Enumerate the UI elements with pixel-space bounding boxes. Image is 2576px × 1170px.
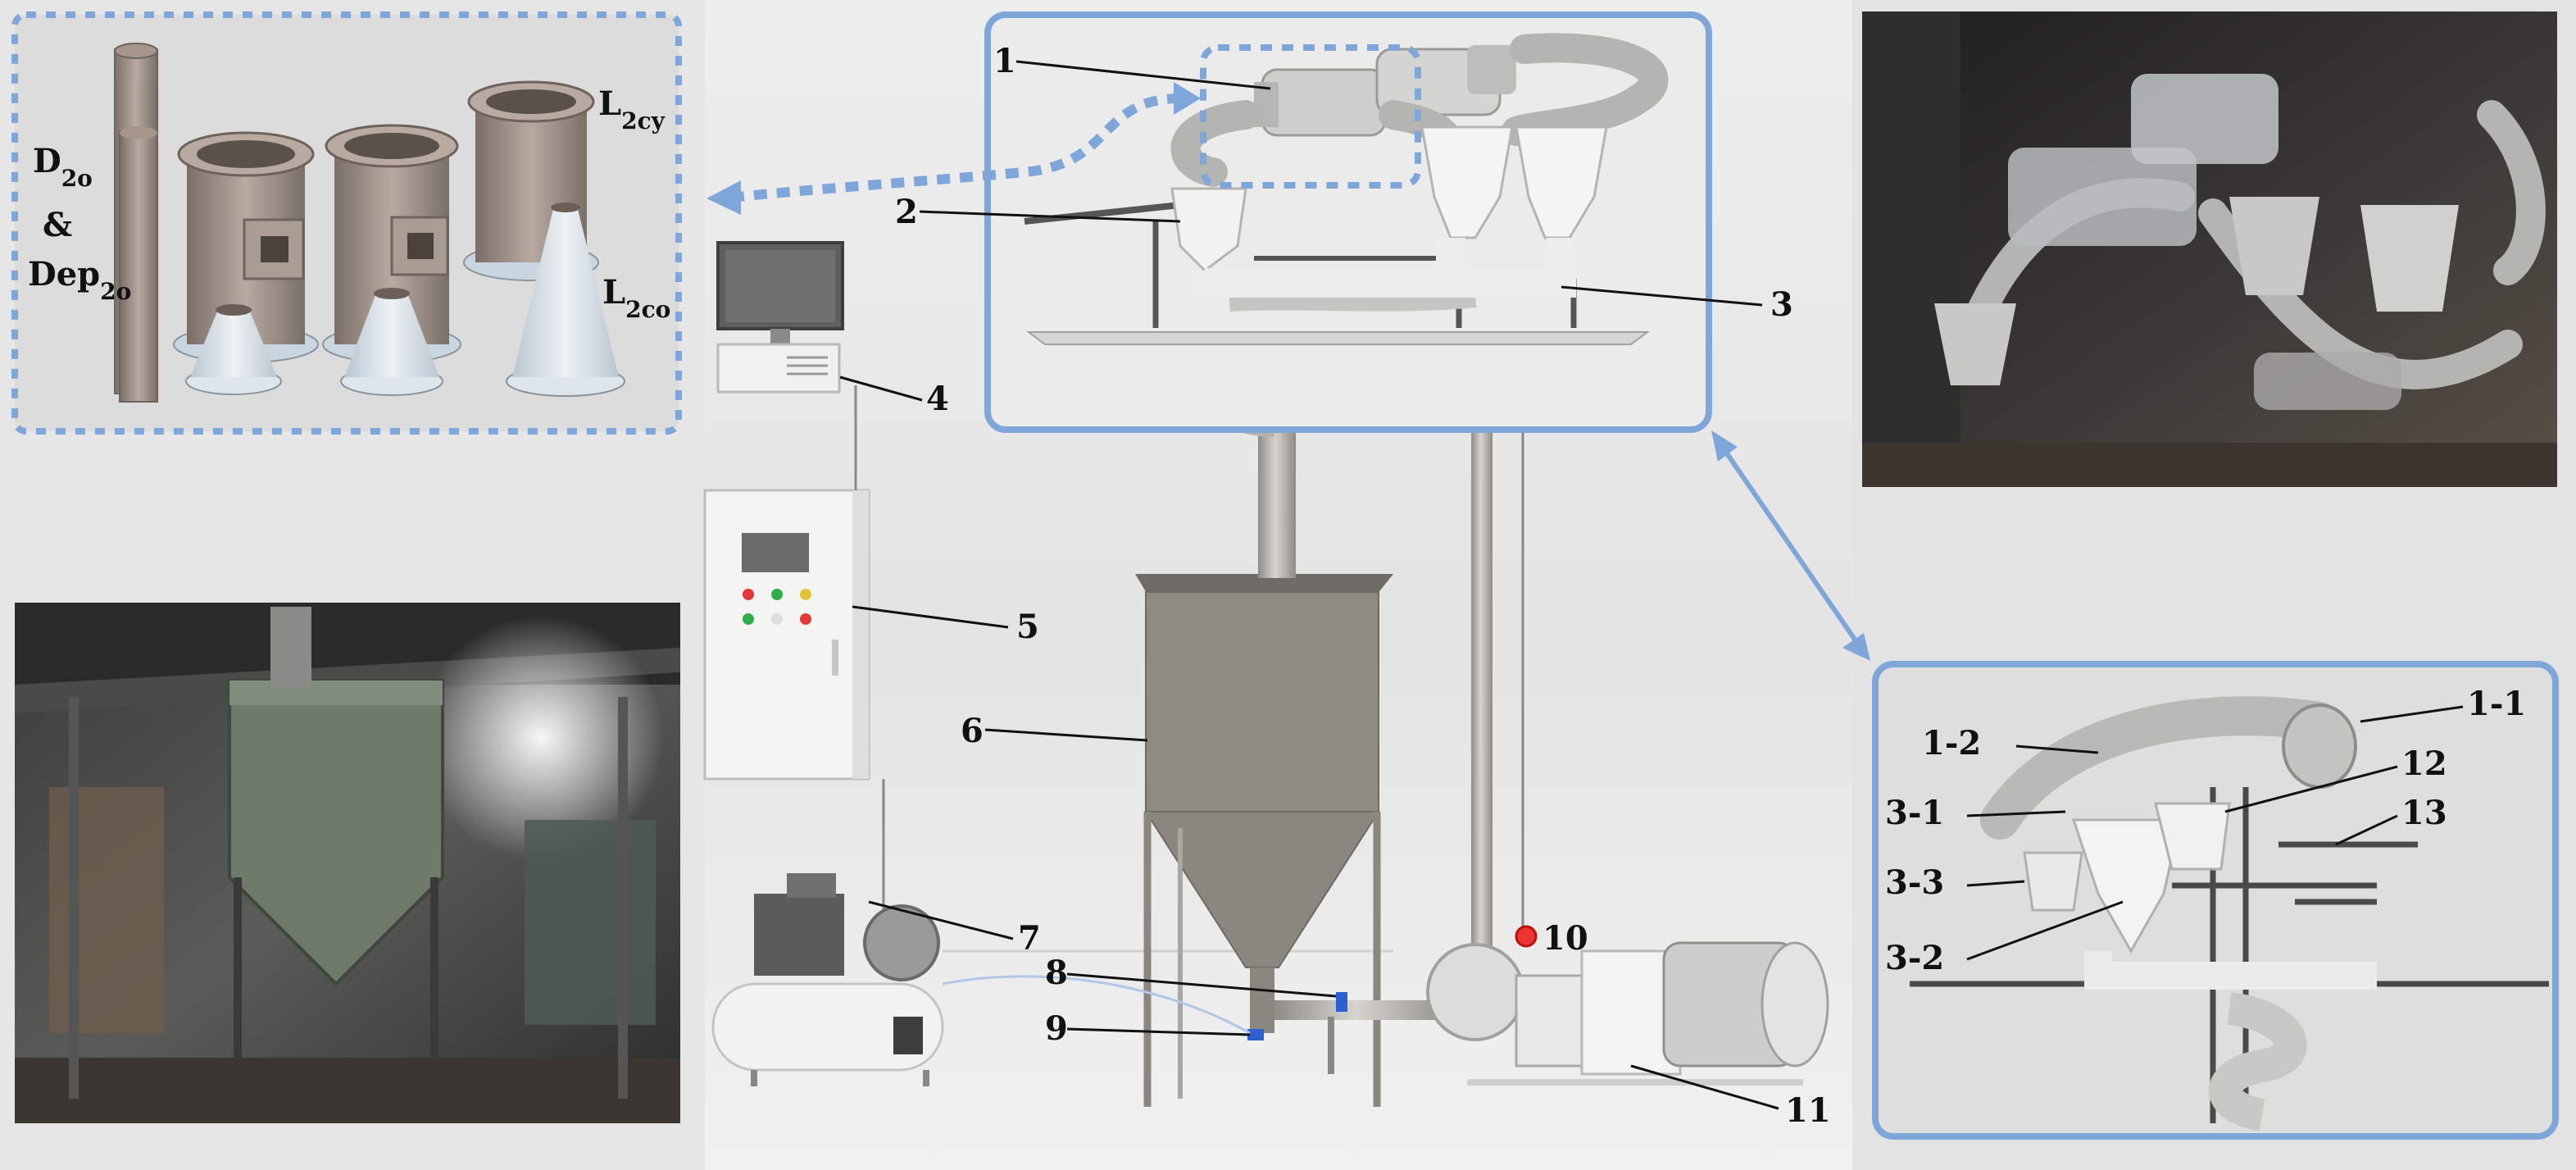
label-7: 7 xyxy=(1018,919,1041,958)
label-1-2: 1-2 xyxy=(1922,724,1981,763)
label-3-3: 3-3 xyxy=(1885,863,1944,902)
label-12: 12 xyxy=(2401,744,2447,783)
hopper-tank xyxy=(1135,574,1393,1107)
cyclone-system xyxy=(984,11,1712,433)
amp-label: & xyxy=(43,206,72,244)
label-13: 13 xyxy=(2401,794,2447,832)
part-labels: 1 2 3 4 5 6 7 8 9 10 11 xyxy=(839,42,1831,1130)
main-schematic xyxy=(703,11,1870,1107)
label-1: 1 xyxy=(993,42,1016,80)
d2o-label: D2o xyxy=(33,142,93,192)
cone-parts xyxy=(185,203,625,397)
l2cy-label: L2cy xyxy=(598,84,666,134)
cylinder-part-1 xyxy=(173,131,319,363)
label-8: 8 xyxy=(1045,954,1068,992)
cyclone-photo xyxy=(1862,11,2557,487)
dep2o-label: Dep2o xyxy=(28,255,131,305)
label-2: 2 xyxy=(895,193,918,231)
label-3: 3 xyxy=(1770,285,1793,324)
label-10: 10 xyxy=(1542,919,1588,958)
detail-panel: 1-1 1-2 12 13 3-1 3-3 3-2 xyxy=(1872,661,2559,1140)
hopper-photo xyxy=(15,603,680,1123)
label-11: 11 xyxy=(1785,1091,1831,1130)
label-3-1: 3-1 xyxy=(1885,794,1944,832)
label-6: 6 xyxy=(961,712,984,750)
label-3-2: 3-2 xyxy=(1885,939,1944,977)
label-1-1: 1-1 xyxy=(2467,685,2526,723)
slurry-pump xyxy=(1426,941,1829,1086)
control-cabinet xyxy=(703,489,870,781)
label-4: 4 xyxy=(926,380,949,418)
l2co-label: L2co xyxy=(602,273,670,323)
monitor xyxy=(716,241,844,394)
air-compressor xyxy=(711,873,944,1086)
label-5: 5 xyxy=(1016,608,1039,646)
double-arrow-icon xyxy=(1717,441,1863,649)
label-9: 9 xyxy=(1045,1009,1068,1048)
parts-panel: D2o & Dep2o L2cy L2co xyxy=(11,11,682,435)
